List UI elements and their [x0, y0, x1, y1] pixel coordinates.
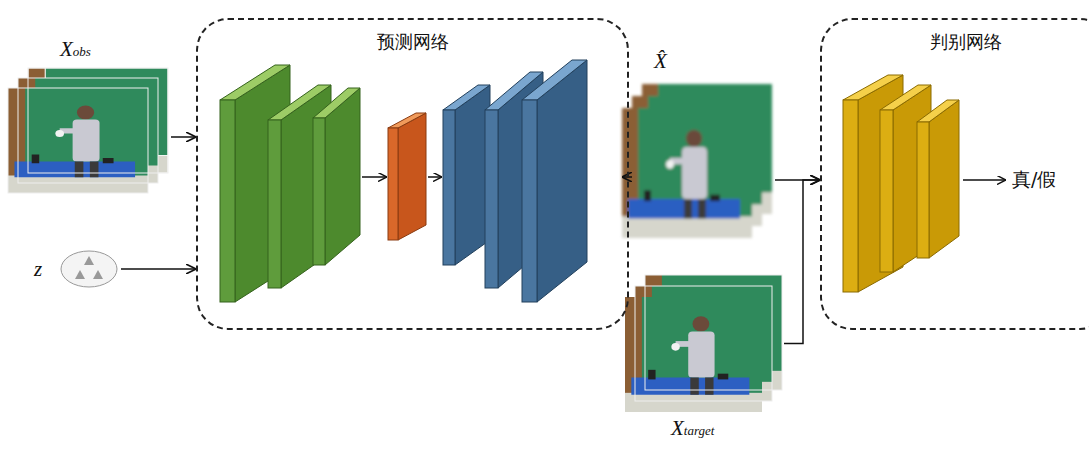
noise-ellipse: [61, 251, 117, 287]
layer-top: [843, 75, 903, 100]
layer-front: [220, 100, 235, 302]
layer-side: [398, 113, 426, 240]
variable-label: Xobs: [60, 38, 91, 61]
noise-ellipse: z: [60, 250, 118, 288]
ellipse-outline: [60, 250, 118, 288]
predictor-group: 预测网络: [196, 18, 629, 330]
layer-front: [843, 100, 858, 292]
noise-sample: [75, 270, 85, 279]
output-arrow: [963, 179, 1006, 181]
video-frame: [622, 108, 752, 238]
layer-top: [388, 113, 426, 128]
layer-side: [537, 60, 587, 302]
flow-arrow: [171, 136, 196, 138]
target-frames: [625, 275, 782, 412]
target-frames-box: Xtarget: [625, 275, 782, 412]
observed-frames: [8, 68, 168, 193]
layer-front: [313, 118, 325, 265]
layer-side: [929, 100, 959, 258]
frame-border: [8, 88, 148, 193]
layer-side: [325, 88, 360, 265]
layer-front: [485, 110, 498, 288]
layer-side: [893, 85, 931, 272]
encoder-layers: [220, 65, 360, 302]
layer-front: [388, 128, 398, 240]
noise-sample: [84, 256, 94, 265]
predicted-frames: [622, 84, 772, 238]
layer-front: [443, 110, 455, 265]
internal-arrow: [362, 176, 387, 178]
decoder-layers: [443, 60, 587, 302]
layer-top: [220, 65, 290, 100]
variable-label: Xtarget: [671, 417, 714, 440]
frame-border: [18, 78, 158, 183]
layer-top: [313, 88, 360, 118]
group-title: 预测网络: [198, 30, 627, 54]
group-title: 判别网络: [822, 30, 1089, 54]
observed-frames-box: Xobs: [8, 68, 168, 193]
frame-border: [28, 68, 168, 173]
layer-top: [880, 85, 931, 110]
internal-arrow: [428, 176, 442, 178]
flow-arrow: [622, 176, 632, 178]
predicted-frames-box: X̂: [622, 84, 772, 238]
bottleneck-layer: [388, 113, 426, 240]
frame-border: [645, 275, 782, 390]
flow-arrow: [784, 180, 820, 344]
layer-top: [522, 60, 587, 100]
video-frame: [625, 297, 762, 412]
layer-front: [522, 100, 537, 302]
discriminator-layers: [843, 75, 959, 292]
layer-top: [443, 85, 490, 110]
variable-label: X̂: [654, 50, 667, 73]
variable-label: z: [34, 259, 42, 280]
video-frame: [8, 88, 148, 193]
flow-arrow: [121, 268, 196, 270]
noise-sample: [93, 270, 103, 279]
layer-front: [880, 110, 893, 272]
layer-top: [917, 100, 959, 122]
layer-front: [917, 122, 929, 258]
output-label: 真/假: [1012, 170, 1056, 189]
frame-border: [635, 286, 772, 401]
layer-front: [268, 120, 281, 288]
